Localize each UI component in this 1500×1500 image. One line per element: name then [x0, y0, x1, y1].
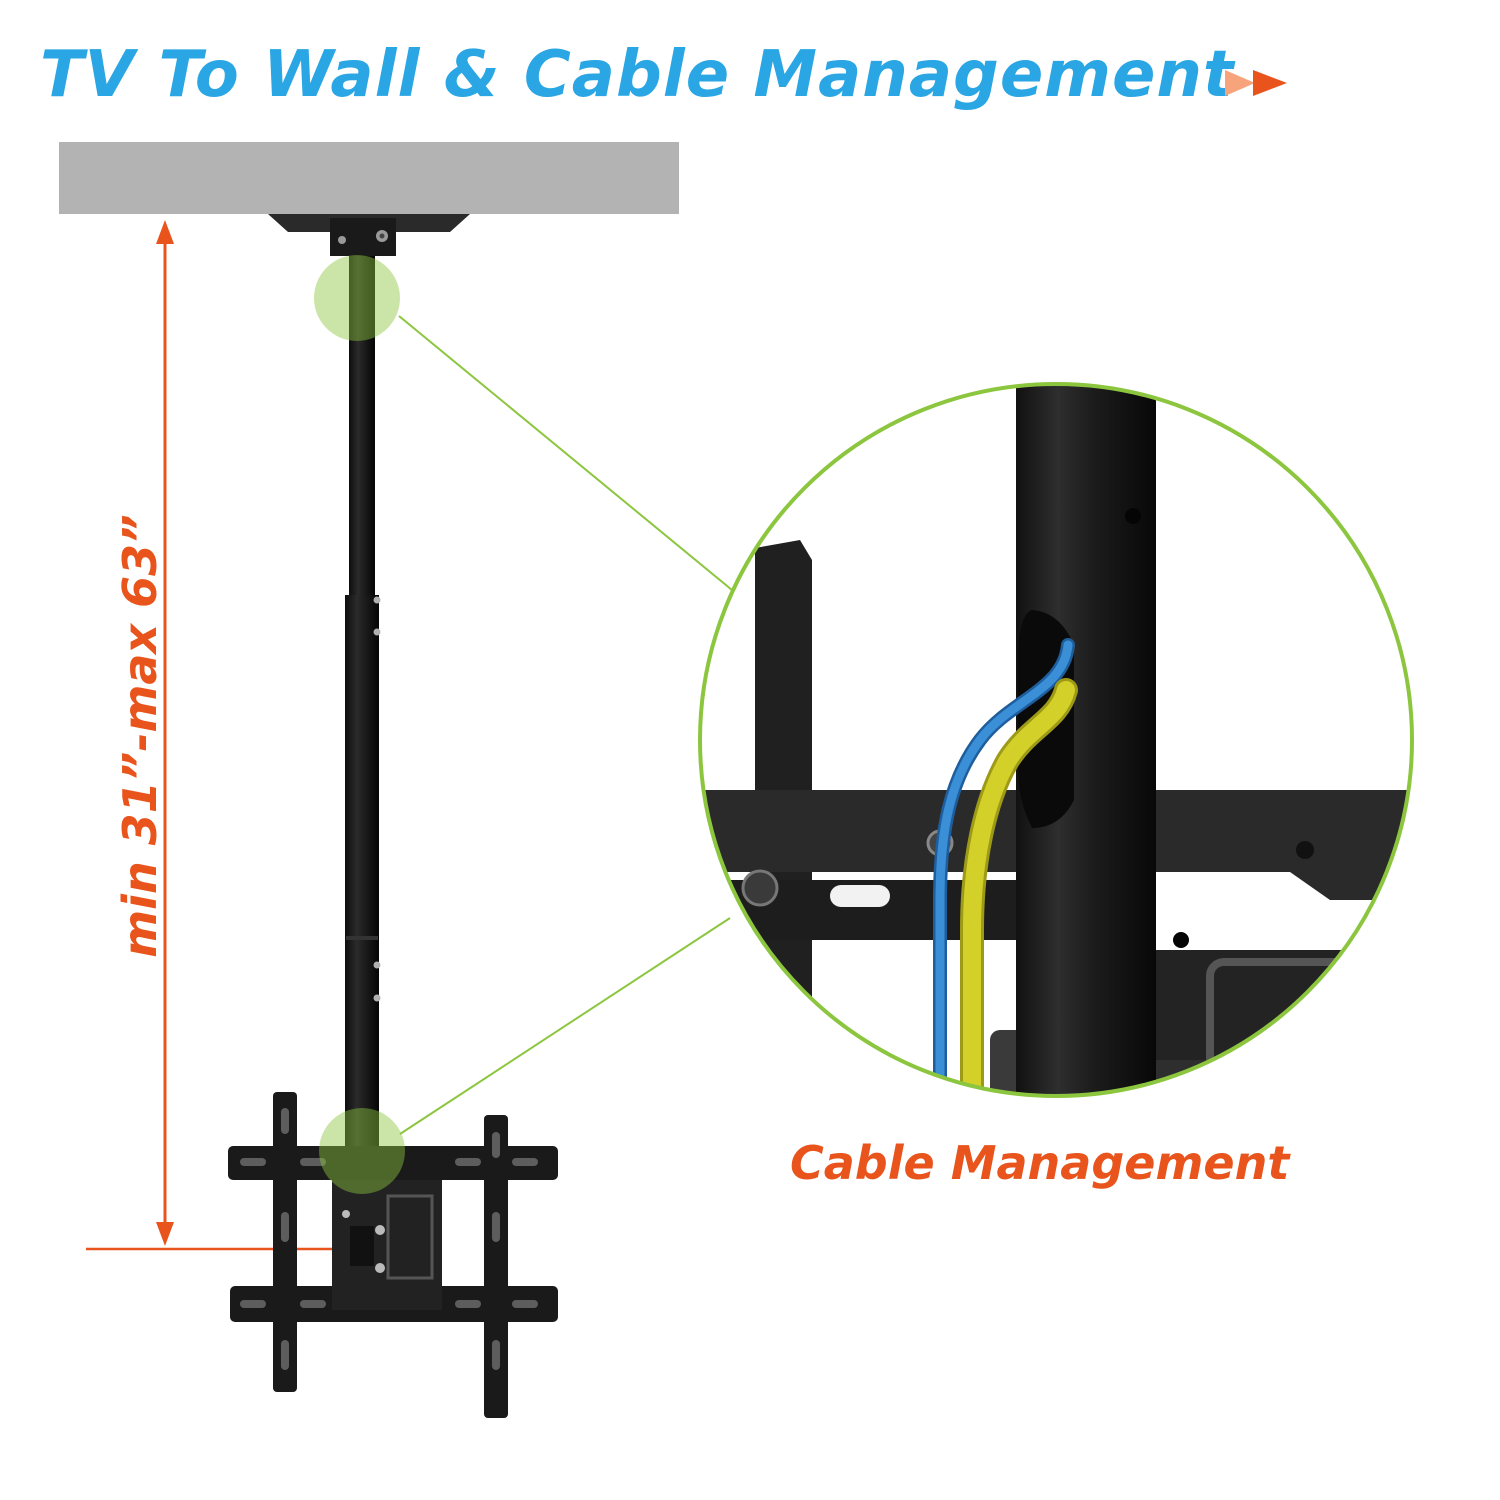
cable-management-detail [700, 384, 1412, 1096]
highlight-circle-bottom [319, 1108, 405, 1194]
upper-pole [349, 256, 375, 601]
ceiling-slab [59, 142, 679, 214]
tv-bracket [228, 1092, 558, 1418]
page-title: TV To Wall & Cable Management [40, 38, 1235, 112]
height-dimension-arrow [86, 220, 360, 1251]
highlight-circle-top [314, 255, 400, 341]
cable-management-label: Cable Management [790, 1136, 1290, 1190]
lower-pole [345, 595, 379, 1155]
double-triangle-arrow-icon [1225, 70, 1287, 96]
